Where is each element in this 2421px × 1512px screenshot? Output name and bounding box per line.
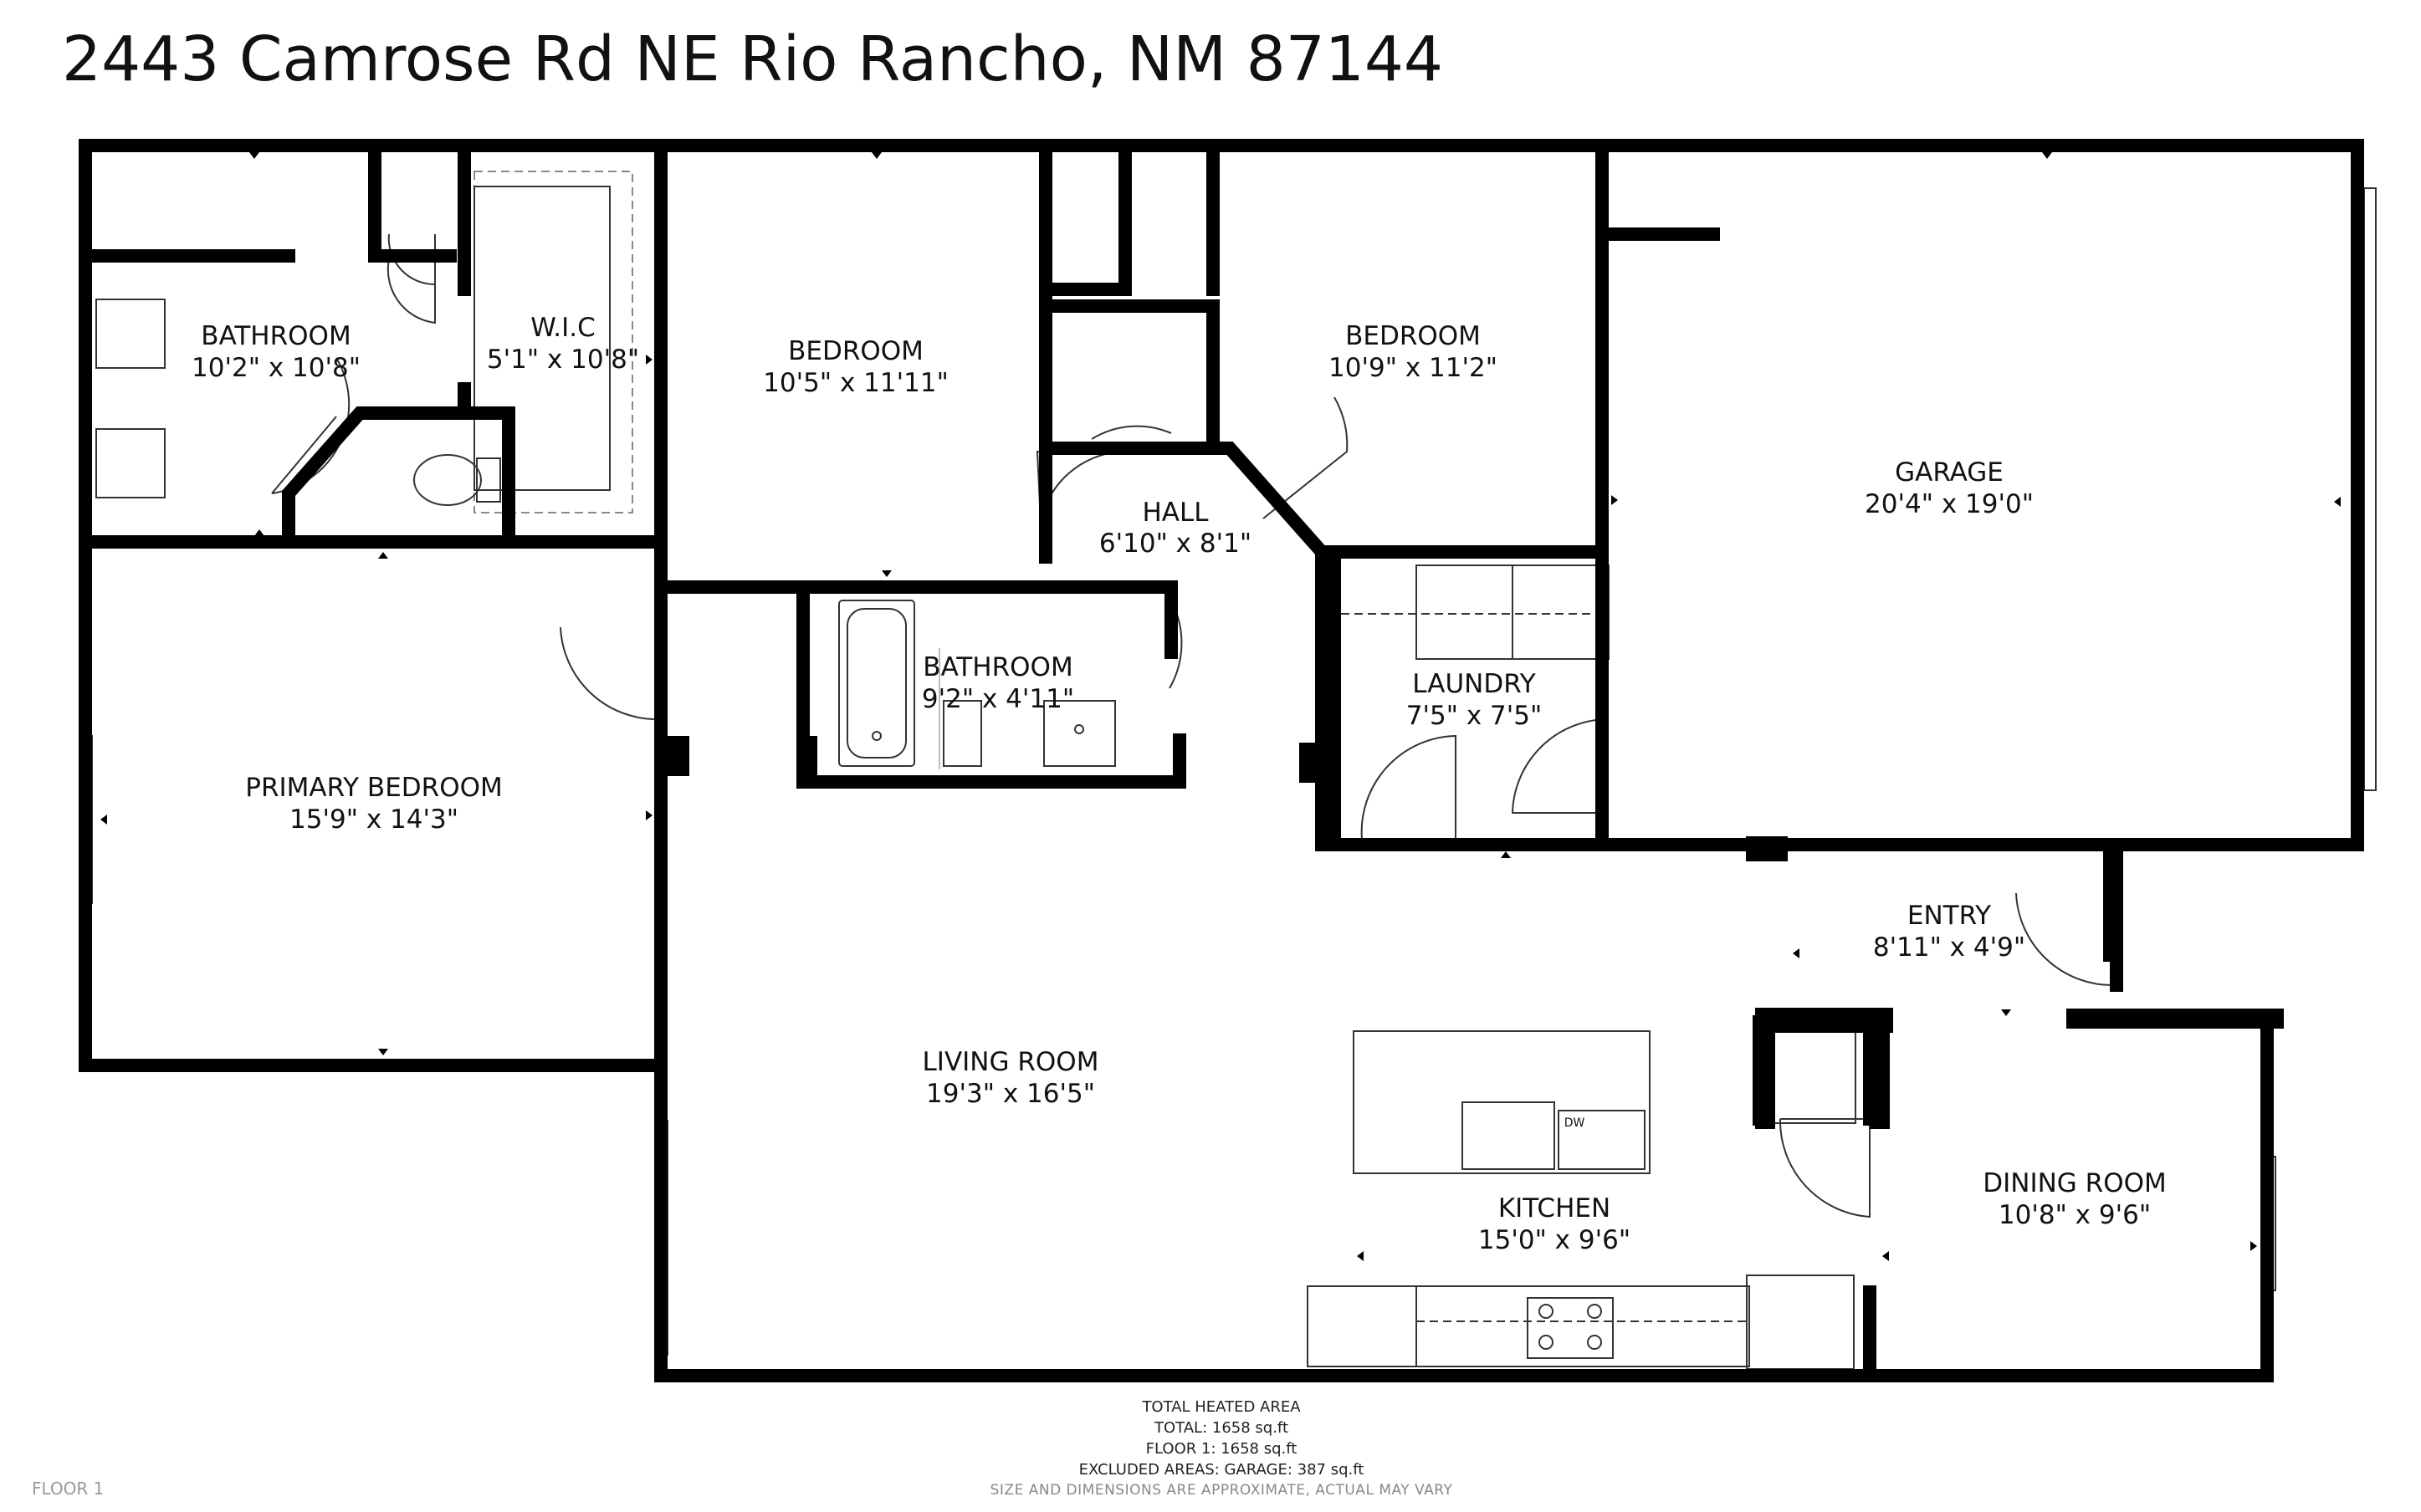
room-dims-bedroom-2: 10'5" x 11'11" [763, 368, 949, 398]
room-dims-laundry: 7'5" x 7'5" [1406, 701, 1543, 731]
room-name-living-room: LIVING ROOM [923, 1047, 1099, 1077]
room-name-bedroom-3: BEDROOM [1345, 321, 1481, 351]
address-title: 2443 Camrose Rd NE Rio Rancho, NM 87144 [62, 23, 1444, 95]
room-name-dining-room: DINING ROOM [1983, 1168, 2167, 1198]
floor-label: FLOOR 1 [32, 1479, 105, 1499]
room-name-wic: W.I.C [530, 313, 596, 343]
room-dims-wic: 5'1" x 10'8" [487, 345, 639, 375]
room-dims-dining-room: 10'8" x 9'6" [1999, 1200, 2151, 1230]
room-name-bathroom-2: BATHROOM [923, 652, 1072, 682]
summary-note: SIZE AND DIMENSIONS ARE APPROXIMATE, ACT… [990, 1482, 1453, 1499]
summary-floor1: FLOOR 1: 1658 sq.ft [1145, 1440, 1298, 1458]
room-name-primary-bedroom: PRIMARY BEDROOM [245, 773, 503, 803]
room-name-garage: GARAGE [1895, 457, 2004, 488]
dishwasher-label: DW [1564, 1116, 1585, 1130]
room-dims-living-room: 19'3" x 16'5" [926, 1079, 1095, 1109]
room-dims-bathroom-primary: 10'2" x 10'8" [192, 353, 361, 383]
area-summary: TOTAL HEATED AREA TOTAL: 1658 sq.ft FLOO… [970, 1397, 1472, 1501]
room-dims-entry: 8'11" x 4'9" [1873, 932, 2025, 963]
room-dims-hall: 6'10" x 8'1" [1099, 529, 1251, 559]
room-dims-kitchen: 15'0" x 9'6" [1478, 1225, 1630, 1255]
room-name-kitchen: KITCHEN [1498, 1193, 1610, 1223]
room-dims-primary-bedroom: 15'9" x 14'3" [289, 805, 458, 835]
room-dims-bedroom-3: 10'9" x 11'2" [1328, 353, 1497, 383]
room-name-entry: ENTRY [1907, 901, 1991, 931]
room-name-laundry: LAUNDRY [1412, 669, 1535, 699]
room-dims-bathroom-2: 9'2" x 4'11" [922, 684, 1074, 714]
summary-excluded: EXCLUDED AREAS: GARAGE: 387 sq.ft [1078, 1461, 1364, 1479]
room-name-bathroom-primary: BATHROOM [201, 321, 351, 351]
summary-total: TOTAL: 1658 sq.ft [1154, 1419, 1289, 1437]
room-dims-garage: 20'4" x 19'0" [1865, 489, 2034, 519]
room-name-bedroom-2: BEDROOM [788, 336, 924, 366]
room-name-hall: HALL [1142, 498, 1209, 528]
summary-heading: TOTAL HEATED AREA [1142, 1398, 1301, 1416]
